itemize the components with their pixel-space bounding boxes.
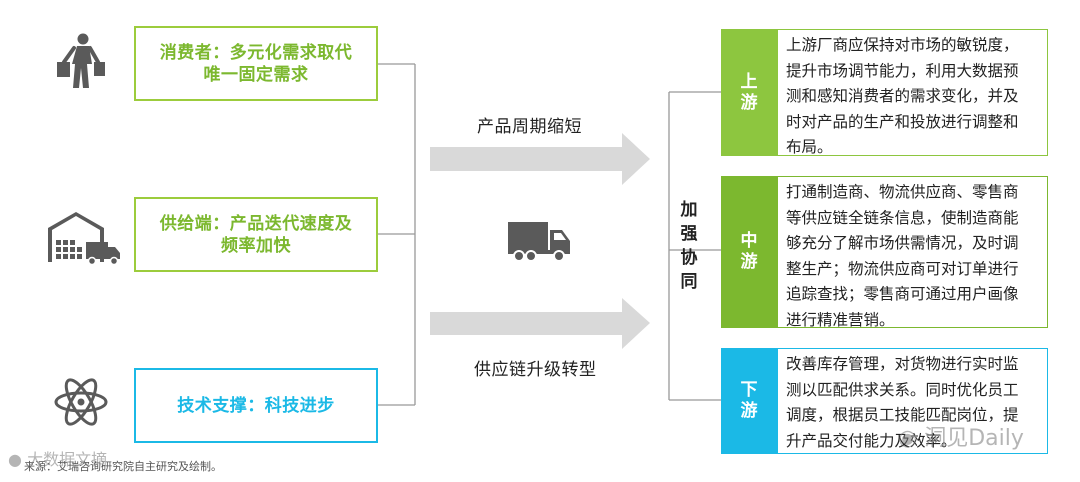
warehouse-icon [48,212,120,266]
coordination-label: 加 强 协 同 [677,198,701,294]
wechat-icon: ◉ [898,426,918,451]
coordination-char: 加 [680,200,698,220]
upstream-line: 上游厂商应保持对市场的敏锐度， [786,36,1019,54]
wechat-icon: ● [8,450,22,469]
upstream-line: 测和感知消费者的需求变化，并及 [786,87,1019,105]
tech-box: 技术支撑：科技进步 [134,368,378,443]
coordination-char: 强 [680,224,698,244]
midstream-label: 中 游 [721,176,777,328]
downstream-label: 下 游 [721,348,777,454]
source-note: 来源：艾瑞咨询研究院自主研究及绘制。 [24,460,222,473]
coordination-char: 协 [680,248,698,268]
downstream-line: 测以匹配供求关系。同时优化员工 [786,380,1019,399]
downstream-label-char: 下 [740,380,758,400]
watermark-left-text: 大数据文摘 [27,450,108,469]
atom-icon [54,378,108,426]
shopper-icon [57,33,105,88]
upstream-label-char: 上 [740,71,758,92]
supply-line-2: 频率加快 [221,235,291,256]
watermark-right-text: 洞见Daily [924,426,1024,451]
watermark-left: ● 大数据文摘 [8,446,107,470]
bottom-arrow [430,298,650,349]
downstream-label-char: 游 [740,401,758,421]
midstream-line: 整生产；物流供应商可对订单进行 [786,259,1019,278]
truck-icon [508,222,570,262]
midstream-line: 等供应链全链条信息，使制造商能 [786,208,1019,227]
upstream-label-char: 游 [740,92,758,113]
midstream-description: 打通制造商、物流供应商、零售商 等供应链全链条信息，使制造商能 够充分了解市场供… [777,176,1048,329]
tech-line-1: 技术支撑：科技进步 [177,395,335,416]
midstream-line: 追踪查找；零售商可通过用户画像 [786,285,1019,303]
upstream-line: 布局。 [786,138,833,156]
downstream-line: 升产品交付能力及效率。 [786,431,957,450]
consumer-line-2: 唯一固定需求 [203,64,309,85]
upstream-label: 上 游 [721,29,777,156]
coordination-char: 同 [680,272,698,292]
midstream-label-char: 游 [740,252,758,272]
upstream-line: 提升市场调节能力，利用大数据预 [786,61,1019,80]
consumer-box: 消费者：多元化需求取代 唯一固定需求 [134,26,378,101]
midstream-line: 够充分了解市场供需情况，及时调 [786,234,1019,252]
midstream-label-char: 中 [740,231,758,251]
top-arrow [430,133,650,185]
upstream-description: 上游厂商应保持对市场的敏锐度， 提升市场调节能力，利用大数据预 测和感知消费者的… [777,29,1048,156]
upstream-line: 时对产品的生产和投放进行调整和 [786,112,1019,131]
consumer-line-1: 消费者：多元化需求取代 [159,42,353,63]
bottom-arrow-label: 供应链升级转型 [474,360,597,380]
top-arrow-label: 产品周期缩短 [477,117,582,137]
watermark-right: ◉ 洞见Daily [898,420,1024,452]
supply-box: 供给端：产品迭代速度及 频率加快 [134,197,378,272]
midstream-line: 打通制造商、物流供应商、零售商 [786,183,1019,201]
downstream-description: 改善库存管理，对货物进行实时监 测以匹配供求关系。同时优化员工 调度，根据员工技… [777,348,1048,454]
downstream-line: 改善库存管理，对货物进行实时监 [786,355,1019,373]
midstream-line: 进行精准营销。 [786,310,895,329]
downstream-line: 调度，根据员工技能匹配岗位，提 [786,406,1019,424]
supply-line-1: 供给端：产品迭代速度及 [159,213,353,234]
